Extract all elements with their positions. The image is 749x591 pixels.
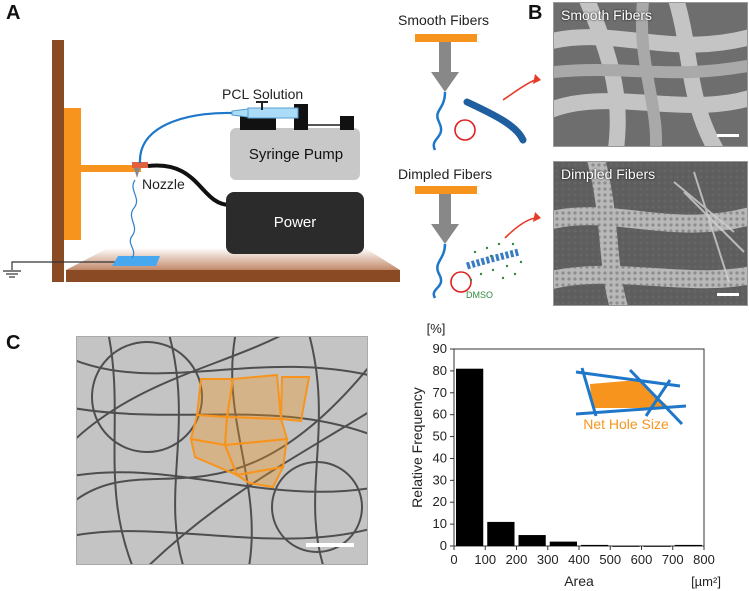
net-hole-inset-icon	[575, 367, 687, 426]
dmso-droplets	[469, 242, 523, 282]
fiber-jet	[129, 179, 138, 259]
syringe-barrel	[247, 107, 299, 119]
y-tick-label: 40	[433, 450, 447, 465]
micrograph-scale-bar	[306, 543, 354, 547]
smooth-fiber-segment	[463, 98, 527, 144]
nozzle-label: Nozzle	[142, 176, 185, 192]
smooth-jet	[432, 91, 447, 151]
bar-300-400	[549, 541, 577, 546]
stand-post	[52, 40, 64, 282]
panel-letter-b: B	[528, 2, 543, 24]
nozzle-tip	[134, 168, 140, 178]
dimpled-jet	[432, 243, 447, 299]
x-tick-label: 500	[599, 552, 621, 567]
stand-clamp	[64, 108, 81, 240]
solution-tube	[138, 111, 233, 164]
y-tick-label: 10	[433, 516, 447, 531]
net-hole-outlines	[189, 373, 311, 489]
dimpled-fibers-label: Dimpled Fibers	[398, 166, 493, 182]
plot-frame	[453, 348, 705, 547]
table-front	[66, 270, 400, 282]
sem-dimpled-image: Dimpled Fibers	[553, 161, 748, 306]
fiber-formation-schematic	[415, 34, 541, 299]
ground-wire	[11, 261, 116, 270]
optical-micrograph	[76, 336, 368, 565]
y-tick-label: 30	[433, 472, 447, 487]
y-tick-label: 50	[433, 429, 447, 444]
dimpled-fiber-segment	[465, 248, 520, 270]
x-tick-label: 100	[474, 552, 496, 567]
collector-plate	[112, 256, 160, 266]
net-hole-size-label: Net Hole Size	[583, 416, 669, 432]
x-tick-label: 700	[662, 552, 684, 567]
x-tick-label: 600	[631, 552, 653, 567]
bar-200-300	[518, 535, 546, 546]
net-hole-size-histogram: 0 10 20 30 40 50 60 70 80 90 0 100 200 300 400 500 600 70…	[409, 321, 721, 589]
smooth-nozzle-plate	[415, 34, 477, 42]
power-supply-body	[226, 192, 364, 254]
bar-0-100	[456, 368, 484, 546]
x-tick-label: 300	[537, 552, 559, 567]
y-tick-label: 70	[433, 385, 447, 400]
bar-100-200	[487, 521, 515, 546]
panel-letter-a: A	[6, 2, 21, 24]
x-tick-label: 800	[693, 552, 715, 567]
dmso-label: DMSO	[466, 290, 493, 300]
sem-smooth-title: Smooth Fibers	[561, 7, 653, 23]
y-tick-label: 0	[440, 538, 447, 553]
y-tick-label: 80	[433, 363, 447, 378]
smooth-nozzle-tip	[431, 72, 459, 92]
y-unit-label: [%]	[427, 321, 446, 336]
sem-smooth-image: Smooth Fibers	[553, 2, 748, 147]
sem-smooth-scale-bar	[717, 134, 739, 137]
sem-dimpled-scale-bar	[717, 293, 739, 296]
x-unit-label: [µm²]	[691, 574, 721, 589]
bar-600-700	[643, 546, 671, 547]
y-tick-label: 90	[433, 341, 447, 356]
dimpled-nozzle-tip	[431, 224, 459, 244]
x-tick-label: 400	[568, 552, 590, 567]
bar-500-600	[612, 546, 640, 547]
smooth-fibers-label: Smooth Fibers	[398, 12, 490, 28]
x-tick-label: 0	[450, 552, 457, 567]
y-tick-label: 60	[433, 407, 447, 422]
panel-letter-c: C	[6, 332, 21, 354]
pcl-solution-label: PCL Solution	[222, 86, 304, 102]
electrospinning-setup-diagram	[3, 40, 400, 282]
nozzle-arm	[81, 165, 141, 172]
power-cable	[147, 163, 231, 207]
y-tick-label: 20	[433, 494, 447, 509]
syringe-pump-body	[230, 128, 360, 180]
bar-700-800	[674, 544, 702, 546]
x-tick-label: 200	[506, 552, 528, 567]
power-label: Power	[273, 214, 317, 231]
dimpled-nozzle-plate	[415, 186, 477, 194]
x-axis-label: Area	[564, 573, 594, 589]
bar-400-500	[581, 544, 609, 546]
sem-dimpled-title: Dimpled Fibers	[561, 166, 656, 182]
syringe-pump-label: Syringe Pump	[248, 146, 344, 163]
y-axis-label: Relative Frequency	[409, 387, 425, 508]
